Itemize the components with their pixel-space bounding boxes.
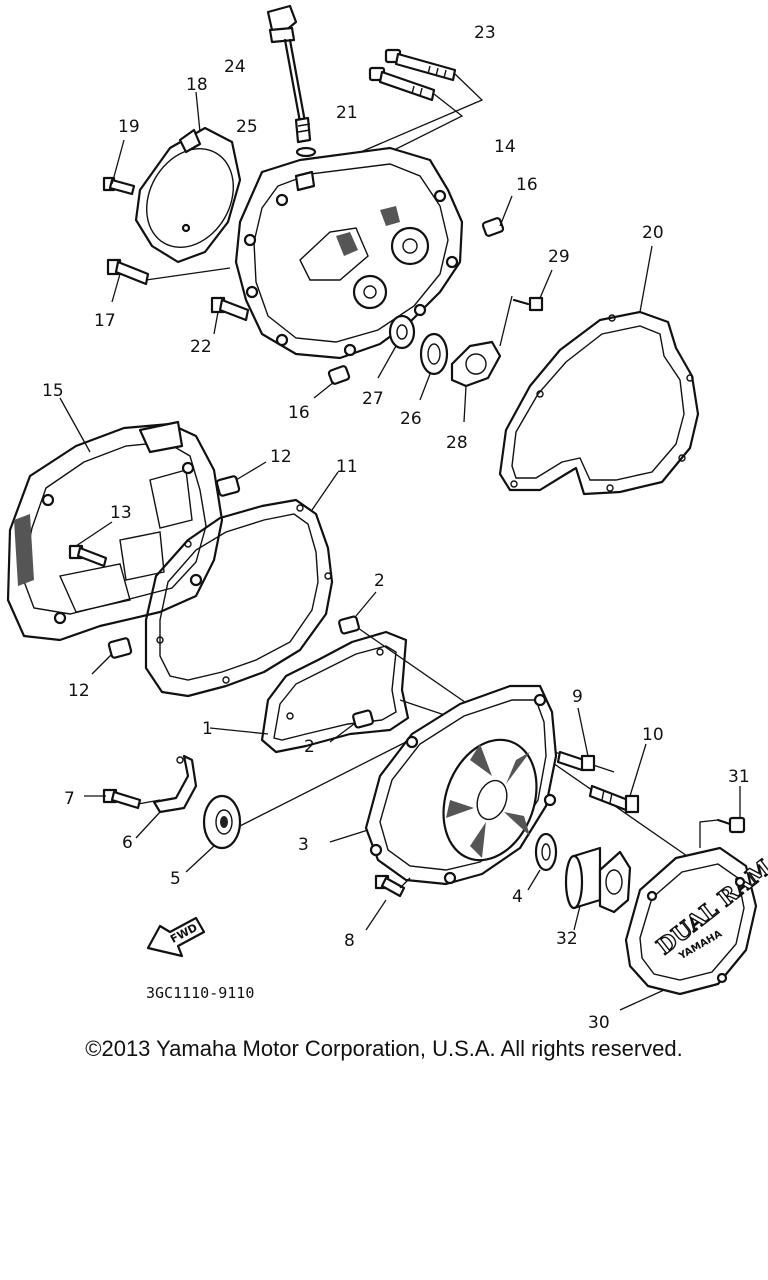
oil-seal-part-27 <box>388 314 416 350</box>
callout-19: 19 <box>118 117 140 137</box>
callout-11: 11 <box>336 457 358 477</box>
bolt-part-8 <box>374 874 406 898</box>
bolt-part-13 <box>68 544 108 568</box>
cap-part-32 <box>564 846 632 914</box>
copyright-notice: ©2013 Yamaha Motor Corporation, U.S.A. A… <box>85 1036 683 1061</box>
forward-direction-arrow: FWD <box>146 916 206 958</box>
bolt-part-17 <box>106 258 231 286</box>
bolt-part-23 <box>384 48 457 82</box>
callout-28: 28 <box>446 433 468 453</box>
callout-20: 20 <box>642 223 664 243</box>
callout-22: 22 <box>190 337 212 357</box>
callout-12b: 12 <box>68 681 90 701</box>
screw-part-7 <box>102 788 142 810</box>
gasket-part-11 <box>144 498 334 698</box>
bearing-part-26 <box>419 332 449 376</box>
callout-26: 26 <box>400 409 422 429</box>
callout-labels: 23 24 21 18 19 25 14 16 20 29 17 22 16 2… <box>42 23 750 1030</box>
callout-21: 21 <box>336 103 358 123</box>
callout-10: 10 <box>642 725 664 745</box>
callout-8: 8 <box>344 931 355 951</box>
callout-24: 24 <box>224 57 246 77</box>
callout-7: 7 <box>64 789 75 809</box>
callout-15: 15 <box>42 381 64 401</box>
screw-part-29 <box>512 296 544 312</box>
bolt-part-9 <box>556 750 596 772</box>
screw-part-19 <box>102 176 136 196</box>
dowel-pin-part-16b <box>327 365 351 385</box>
screw-part-31 <box>716 816 746 834</box>
callout-27: 27 <box>362 389 384 409</box>
callout-9: 9 <box>572 687 583 707</box>
bracket-part-6 <box>152 754 198 814</box>
cover-plate-part-18 <box>134 126 242 264</box>
callout-6: 6 <box>122 833 133 853</box>
callout-29: 29 <box>548 247 570 267</box>
clutch-cover-part-3 <box>364 684 558 886</box>
oil-seal-part-5 <box>202 794 242 850</box>
gasket-part-1 <box>260 630 410 754</box>
outer-cover-part-30: DUAL RAM YAMAHA <box>624 846 768 996</box>
callout-16b: 16 <box>288 403 310 423</box>
callout-14: 14 <box>494 137 516 157</box>
blank-area <box>0 1080 768 1280</box>
plate-part-28 <box>450 340 502 388</box>
crankcase-cover-part-14 <box>234 146 464 360</box>
callout-25: 25 <box>236 117 258 137</box>
callout-13: 13 <box>110 503 132 523</box>
bolt-part-10 <box>588 784 640 814</box>
oil-seal-part-4 <box>534 832 558 872</box>
callout-3: 3 <box>298 835 309 855</box>
dowel-pin-part-12b <box>107 637 133 659</box>
dowel-pin-part-2b <box>352 709 374 729</box>
bolt-part-22 <box>210 296 250 322</box>
dowel-pin-part-16a <box>481 217 505 237</box>
callout-2b: 2 <box>304 737 315 757</box>
crankcase-part-15 <box>6 420 224 642</box>
dowel-pin-part-12a <box>215 475 241 497</box>
exploded-parts-diagram: DUAL RAM YAMAHA FWD 3GC1110-9110 23 24 2… <box>6 4 768 1030</box>
callout-32: 32 <box>556 929 578 949</box>
callout-16a: 16 <box>516 175 538 195</box>
callout-12a: 12 <box>270 447 292 467</box>
callout-4: 4 <box>512 887 523 907</box>
callout-2a: 2 <box>374 571 385 591</box>
callout-23: 23 <box>474 23 496 43</box>
o-ring-part-25 <box>295 146 317 158</box>
drawing-number: 3GC1110-9110 <box>146 984 254 1002</box>
callout-17: 17 <box>94 311 116 331</box>
callout-5: 5 <box>170 869 181 889</box>
callout-30: 30 <box>588 1013 610 1030</box>
gasket-part-20 <box>498 310 700 496</box>
oil-dipstick-part-24 <box>266 4 312 144</box>
callout-18: 18 <box>186 75 208 95</box>
dowel-pin-part-2a <box>338 615 360 635</box>
bolt-part-21 <box>368 66 436 102</box>
callout-1: 1 <box>202 719 213 739</box>
callout-31: 31 <box>728 767 750 787</box>
